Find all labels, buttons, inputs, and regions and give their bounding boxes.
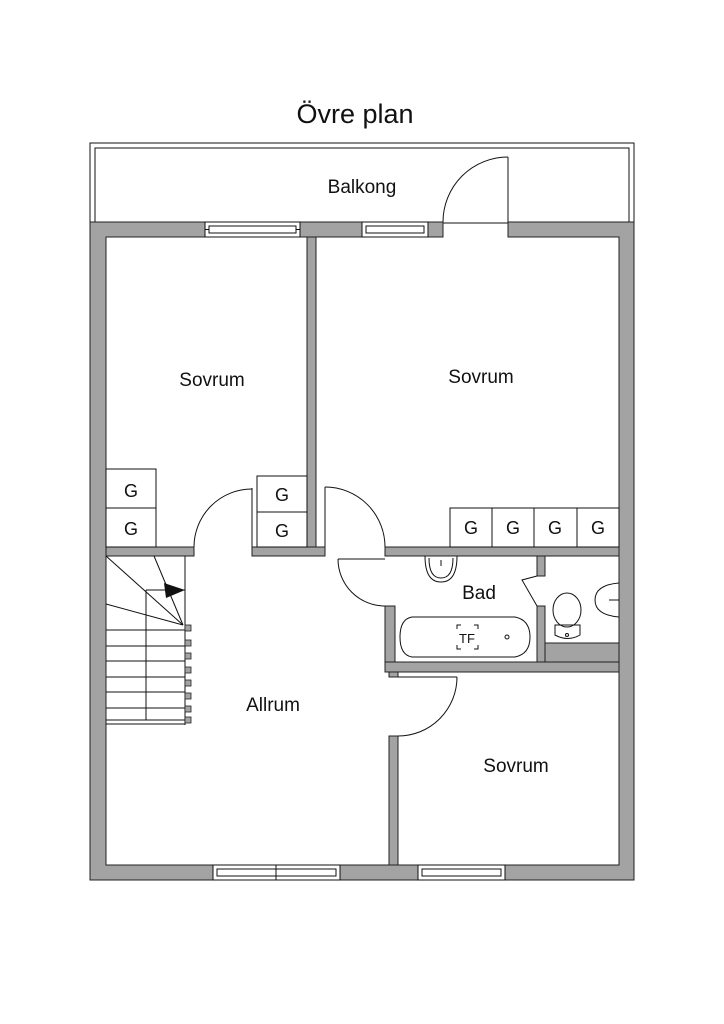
door-bedroom-left[interactable] <box>193 488 253 548</box>
staircase <box>105 555 192 725</box>
toilet-icon <box>552 592 582 639</box>
balcony-door[interactable] <box>442 156 509 223</box>
windows <box>204 221 506 881</box>
exterior-walls <box>89 221 635 881</box>
bathroom-sink-icon <box>424 555 458 583</box>
wardrobes <box>105 468 620 548</box>
wardrobe-label: G <box>124 481 138 501</box>
washer-dryer-icon: TF <box>456 624 479 650</box>
wardrobe-label: G <box>548 518 562 538</box>
room-label-bathroom: Bad <box>462 583 496 604</box>
door-bathroom[interactable] <box>337 558 386 607</box>
plan-title: Övre plan <box>296 99 413 129</box>
stair-direction-arrow-icon <box>164 583 185 598</box>
wardrobe-label: G <box>506 518 520 538</box>
door-wc[interactable] <box>521 575 538 607</box>
interior-walls <box>105 236 620 866</box>
wardrobe-label: G <box>275 521 289 541</box>
room-label-living: Allrum <box>246 695 300 716</box>
wc-sink-icon <box>594 582 620 618</box>
washer-dryer-label: TF <box>459 631 475 646</box>
wardrobe-label: G <box>591 518 605 538</box>
room-label-bedroom-bottom-right: Sovrum <box>483 756 548 777</box>
wardrobe-label: G <box>275 485 289 505</box>
room-label-bedroom-top-right: Sovrum <box>448 367 513 388</box>
room-label-bedroom-top-left: Sovrum <box>179 370 244 391</box>
wardrobe-label: G <box>464 518 478 538</box>
door-bedroom-right[interactable] <box>324 486 386 548</box>
wardrobe-label: G <box>124 519 138 539</box>
room-label-balcony: Balkong <box>328 177 397 198</box>
bathtub-icon <box>399 616 531 658</box>
door-bedroom-bottom[interactable] <box>397 676 458 737</box>
